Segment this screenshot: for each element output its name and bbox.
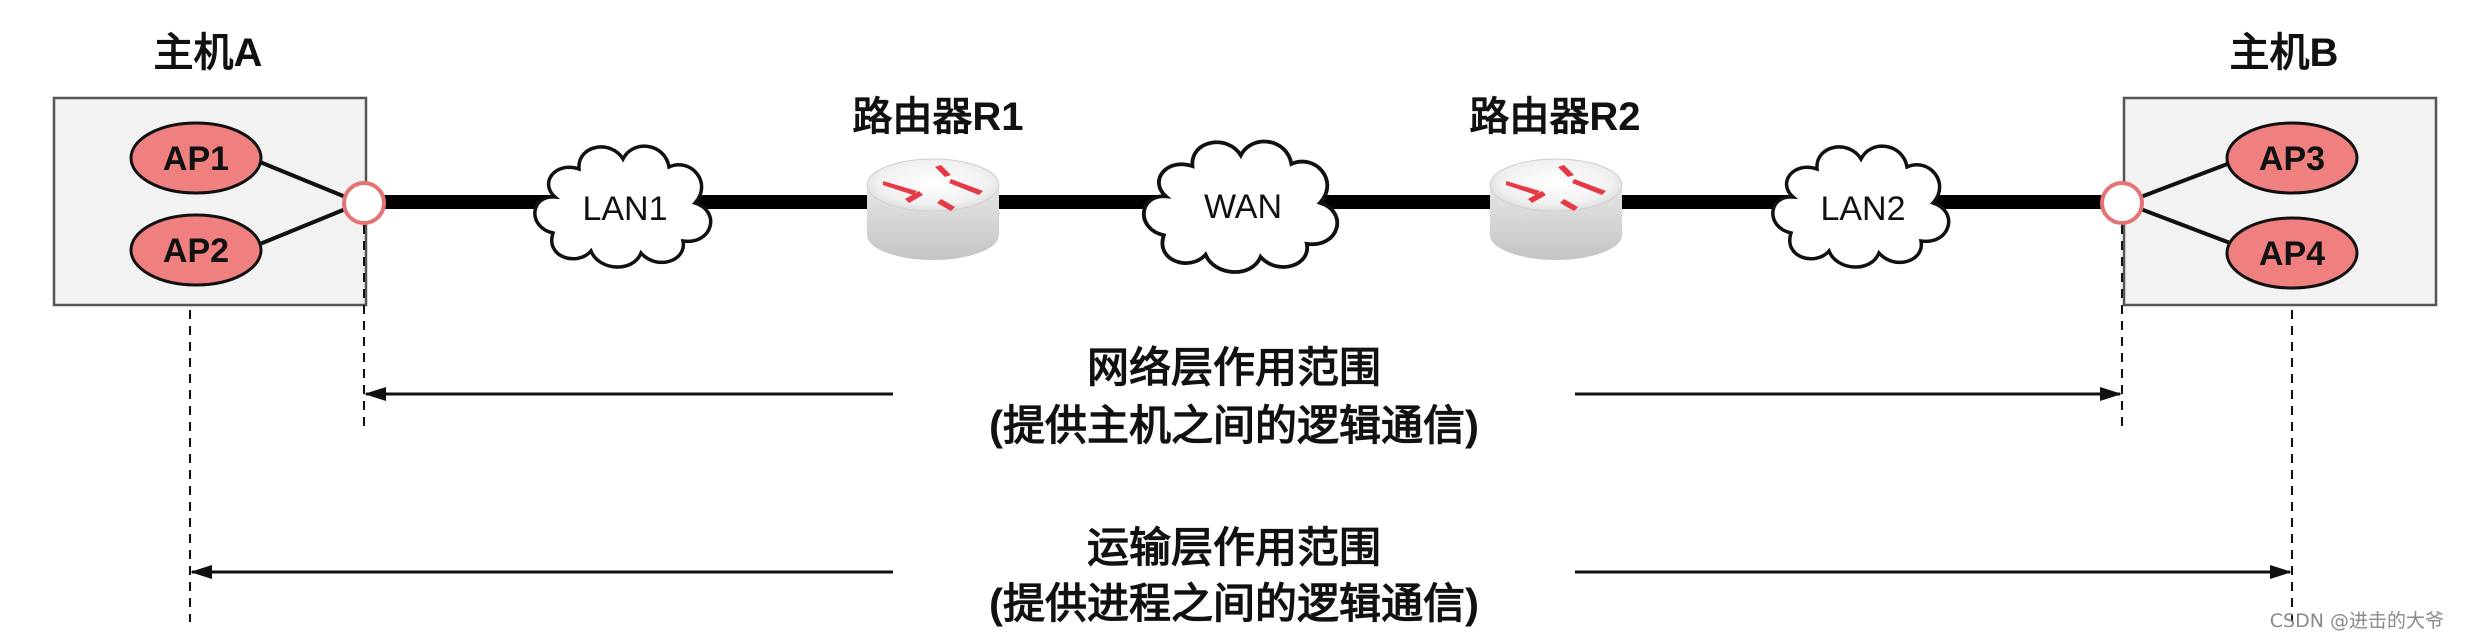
network-scope-title: 网络层作用范围 <box>1087 344 1381 391</box>
cloud-lan2-label: LAN2 <box>1820 190 1905 228</box>
app-ap2 <box>129 213 263 287</box>
app-ap3-label: AP3 <box>2259 140 2325 178</box>
app-ap2-label: AP2 <box>163 232 229 270</box>
host-a-link-ap2 <box>254 206 349 248</box>
host-b-port <box>2100 181 2144 225</box>
app-ap3 <box>2225 121 2359 195</box>
app-ap1 <box>129 121 263 195</box>
app-ap4-label: AP4 <box>2259 235 2325 273</box>
host-b-link-ap4 <box>2137 206 2239 248</box>
csdn-watermark: CSDN @进击的大爷 <box>2269 610 2444 632</box>
transport-scope-title: 运输层作用范围 <box>1087 524 1381 571</box>
router-r2-title: 路由器R2 <box>1469 95 1640 139</box>
host-a-title: 主机A <box>154 31 263 75</box>
host-a-port <box>342 181 386 225</box>
app-ap4 <box>2225 216 2359 290</box>
router-r1 <box>866 158 1000 260</box>
network-scope-desc: (提供主机之间的逻辑通信) <box>989 402 1479 449</box>
router-r1-title: 路由器R1 <box>852 95 1023 139</box>
host-a-link-ap1 <box>254 158 349 200</box>
cloud-lan1-label: LAN1 <box>582 190 667 228</box>
router-r2 <box>1489 158 1623 260</box>
cloud-wan-label: WAN <box>1204 188 1282 226</box>
host-b-title: 主机B <box>2230 31 2339 75</box>
host-b-link-ap3 <box>2137 158 2239 200</box>
transport-scope-desc: (提供进程之间的逻辑通信) <box>989 580 1479 627</box>
app-ap1-label: AP1 <box>163 140 229 178</box>
